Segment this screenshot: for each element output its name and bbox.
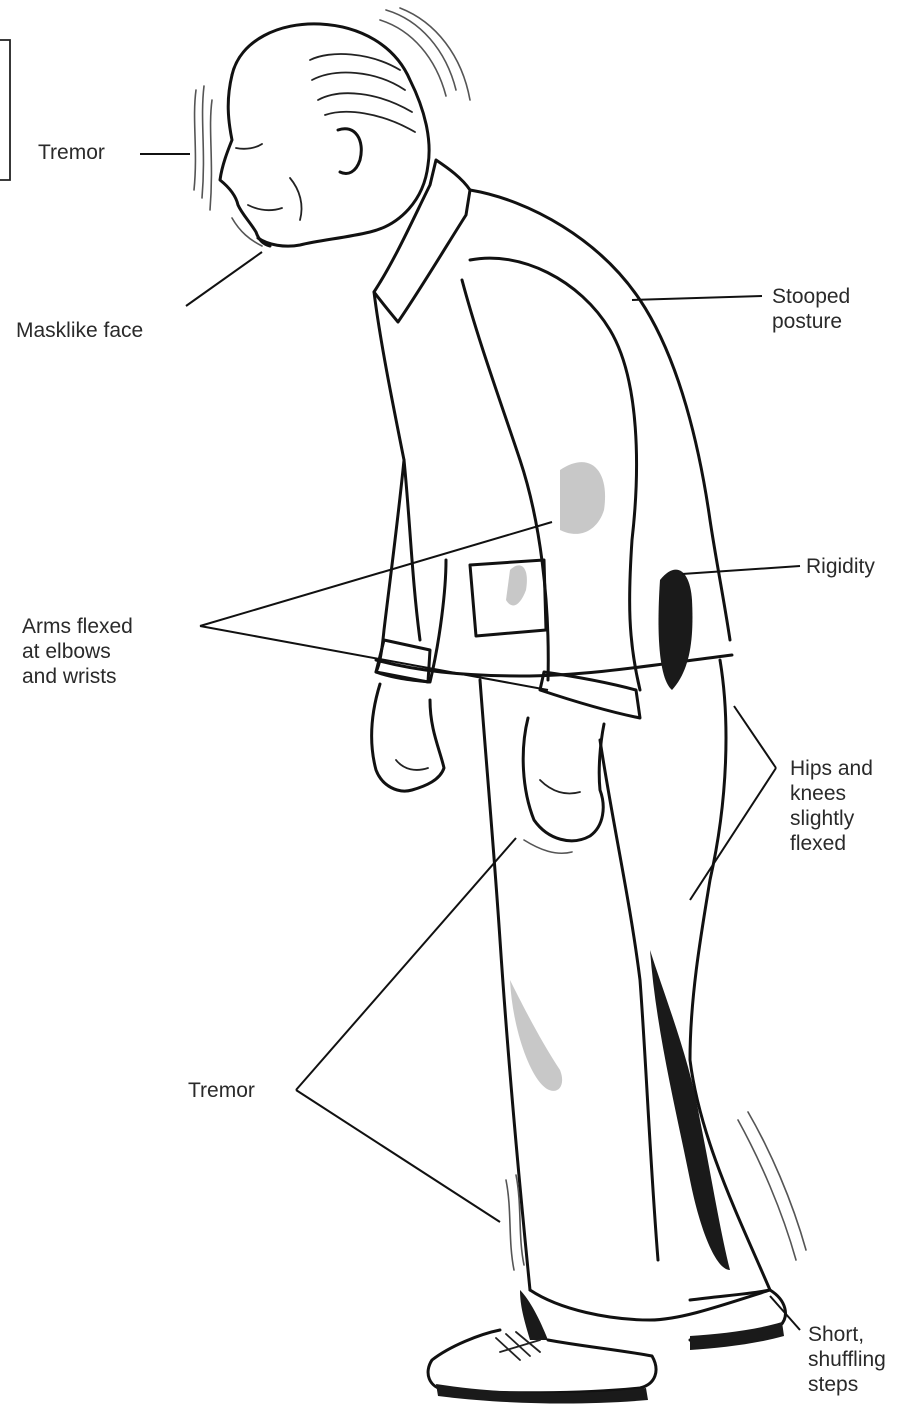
pointer-hips — [734, 706, 776, 768]
pointer-masklike-face — [186, 252, 262, 306]
label-stooped-posture: Stooped posture — [772, 284, 850, 334]
shoes-drawing — [428, 1290, 785, 1403]
label-masklike-face: Masklike face — [16, 318, 143, 343]
leg-tremor-marks — [506, 840, 806, 1270]
label-arms-flexed: Arms flexed at elbows and wrists — [22, 614, 133, 689]
label-shuffling-steps: Short, shuffling steps — [808, 1322, 886, 1397]
label-tremor-legs: Tremor — [188, 1078, 255, 1103]
pointer-tremor-hand — [296, 838, 516, 1090]
jacket-drawing — [372, 160, 732, 841]
label-rigidity: Rigidity — [806, 554, 875, 579]
pointer-stooped-posture — [632, 296, 762, 300]
head-drawing — [220, 24, 429, 246]
edge-mark — [0, 40, 10, 180]
label-hips-knees: Hips and knees slightly flexed — [790, 756, 873, 856]
head-tremor-marks — [194, 8, 470, 246]
pointer-arms-upper — [200, 522, 552, 626]
pointer-tremor-leg — [296, 1090, 500, 1222]
label-tremor-head: Tremor — [38, 140, 105, 165]
pointer-knees — [690, 768, 776, 900]
pointer-rigidity — [682, 566, 800, 574]
